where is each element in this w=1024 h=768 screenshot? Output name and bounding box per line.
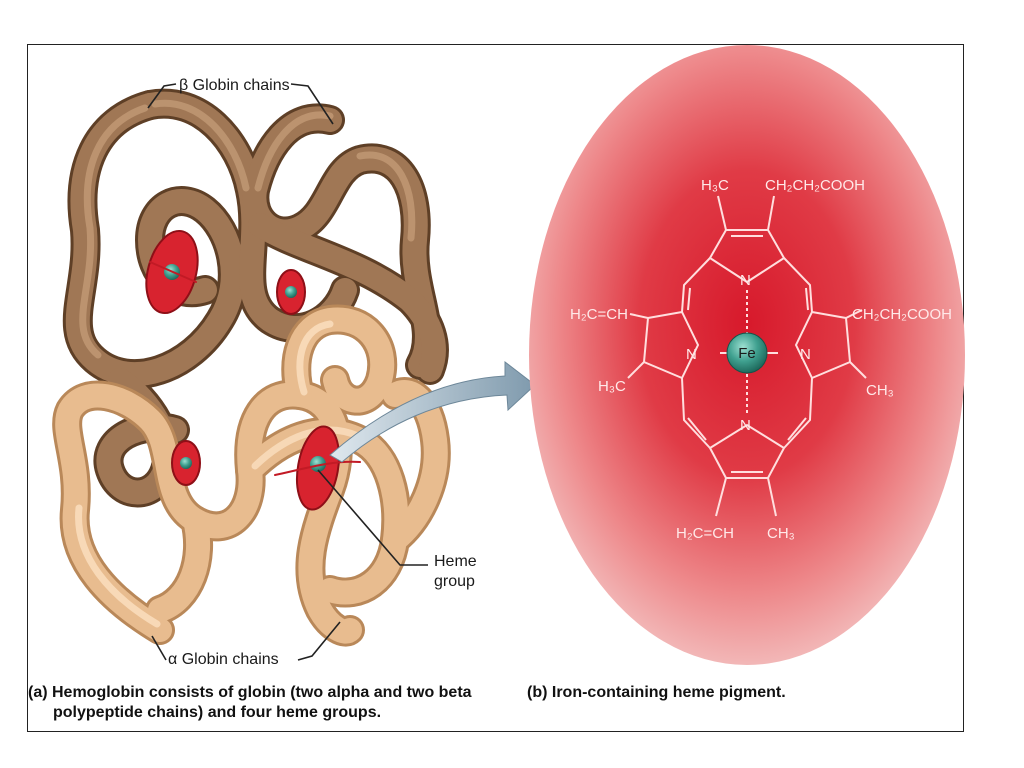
nitrogen-bottom: N xyxy=(740,417,751,434)
caption-b: (b) Iron-containing heme pigment. xyxy=(527,684,786,701)
heme-groups xyxy=(145,229,361,511)
heme-group-4 xyxy=(274,425,361,511)
heme-group-label-line2: group xyxy=(434,573,475,590)
iron-atom: Fe xyxy=(726,332,768,374)
alpha-globin-chains xyxy=(52,304,451,647)
sub-right-bottom: CH₃ xyxy=(866,382,894,399)
sub-bottom-left: H₂C=CH xyxy=(676,525,734,542)
sub-right-top: CH₂CH₂COOH xyxy=(852,306,952,323)
caption-a-line1: (a) Hemoglobin consists of globin (two a… xyxy=(28,684,472,701)
porphyrin-ring xyxy=(627,195,867,517)
sub-left-bottom: H₃C xyxy=(598,378,626,395)
nitrogen-right: N xyxy=(800,346,811,363)
nitrogen-left: N xyxy=(686,346,697,363)
nitrogen-top: N xyxy=(740,272,751,289)
sub-bottom-right: CH₃ xyxy=(767,525,795,542)
caption-a: (a) Hemoglobin consists of globin (two a… xyxy=(28,683,508,723)
hemoglobin-molecule xyxy=(52,88,451,647)
alpha-globin-label: α Globin chains xyxy=(168,651,279,668)
sub-top-right: CH₂CH₂COOH xyxy=(765,177,865,194)
iron-label: Fe xyxy=(738,345,756,362)
heme-group-label-line1: Heme xyxy=(434,553,477,570)
heme-group-1 xyxy=(145,229,199,315)
heme-structure-panel: N N N N Fe H₃C CH₂CH₂COOH CH₂CH₂COOH CH₃… xyxy=(529,45,965,665)
heme-group-2 xyxy=(276,269,306,315)
heme-group-3 xyxy=(171,440,201,486)
beta-globin-label: β Globin chains xyxy=(179,77,290,94)
sub-top-left: H₃C xyxy=(701,177,729,194)
sub-left-top: H₂C=CH xyxy=(570,306,628,323)
caption-a-line2: polypeptide chains) and four heme groups… xyxy=(53,704,382,721)
leader-lines xyxy=(147,83,428,661)
